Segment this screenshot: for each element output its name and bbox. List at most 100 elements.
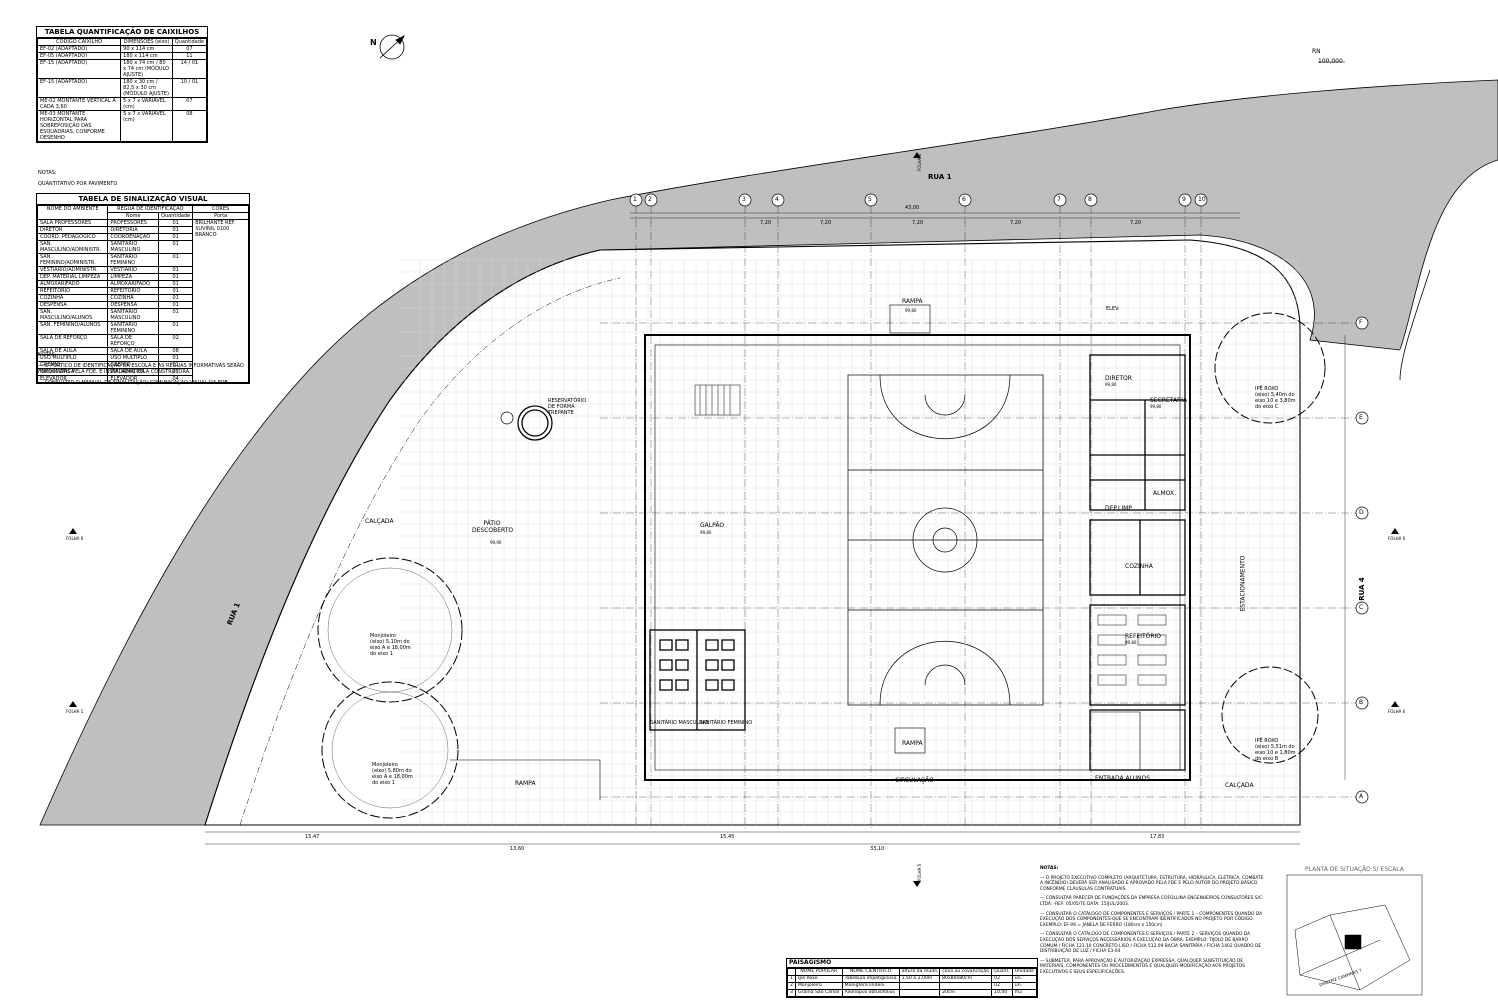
- sinalizacao-cell: DEP. MATERIAL LIMPEZA: [36, 273, 109, 281]
- column-grid: [629, 193, 1208, 830]
- sinalizacao-cell: DESPENSA: [36, 301, 109, 309]
- grid-row-label: F: [1359, 319, 1363, 326]
- room-dep-limp: DEP.LIMP.: [1105, 505, 1133, 512]
- paisagismo-cell: Monigfera lindeni: [841, 982, 900, 990]
- paisagismo-cell: 1: [787, 975, 796, 983]
- grid-col-label: 3: [742, 196, 746, 203]
- sinalizacao-cell: 01: [158, 226, 194, 234]
- tree-note: (eixo) 5,80m do eixo A e 18,00m do eixo …: [372, 768, 413, 786]
- section-mark-label: FOLHA 6: [1388, 709, 1406, 714]
- sinalizacao-group-header: NOME DO AMBIENTE: [36, 205, 109, 220]
- sinalizacao-cell: 01: [158, 219, 194, 227]
- dim-top: 7,20: [760, 220, 772, 226]
- paisagismo-header: Unidade: [1011, 968, 1038, 976]
- sinalizacao-cell: VESTIÁRIO: [107, 266, 160, 274]
- tree-name: Monjoleiro: [372, 762, 398, 768]
- paisagismo-cell: 3: [787, 989, 796, 997]
- caixilhos-cell: ME-02 MONTANTE VERTICAL A CADA 3,60: [36, 97, 122, 111]
- sinalizacao-cell: COZINHA: [107, 294, 160, 302]
- north-label: N: [370, 38, 377, 47]
- sinalizacao-cell: 01: [158, 308, 194, 322]
- paisagismo-header: NOME CIENTÍFICO: [841, 968, 900, 976]
- situation-title: PLANTA DE SITUAÇÃO S/ ESCALA: [1305, 866, 1404, 873]
- sinalizacao-cell: 01: [158, 253, 194, 267]
- sinalizacao-cell: SAN. FEMININO/ALUNOS: [36, 321, 109, 335]
- reservoir: [517, 405, 553, 441]
- sinalizacao-sub-header: Quantidade: [158, 212, 194, 220]
- caixilhos-header: Quantidade: [171, 38, 208, 46]
- sinalizacao-title: TABELA DE SINALIZAÇÃO VISUAL: [37, 194, 249, 205]
- section-mark-label: FOLHA 5: [917, 863, 923, 882]
- level-mark: 99,90: [490, 540, 502, 545]
- sinalizacao-cell: 01: [158, 287, 194, 295]
- room-estacionamento: ESTACIONAMENTO: [1239, 555, 1247, 612]
- general-note-item: — O PROJETO EXECUTIVO COMPLETO (ARQUITET…: [1040, 875, 1264, 892]
- sinalizacao-cell: COORD. PEDAGÓGICO: [36, 233, 109, 241]
- sinalizacao-cell: SALA PROFESSORES: [36, 219, 109, 227]
- dim-top: 7,20: [820, 220, 832, 226]
- dim-top: 7,20: [912, 220, 924, 226]
- sinalizacao-cell: LIMPEZA: [107, 273, 160, 281]
- paving-grid: [400, 259, 1300, 825]
- sinalizacao-cell: SAN. MASCULINO/ADMINISTR.: [36, 240, 109, 254]
- sinalizacao-note: — O PÓRTICO DE IDENTIFICAÇÃO DA ESCOLA E…: [38, 362, 244, 376]
- caixilhos-notes-title: NOTAS:: [38, 170, 57, 176]
- sinalizacao-table: TABELA DE SINALIZAÇÃO VISUAL NOME DO AMB…: [36, 193, 250, 384]
- grid-row-label: C: [1359, 604, 1364, 611]
- tree-name: IPÊ ROXO: [1255, 386, 1279, 392]
- sinalizacao-row: SAN. FEMININO/ADMINISTR.SANITÁRIO FEMINI…: [36, 253, 249, 267]
- dim-bottom: 15,45: [720, 834, 735, 840]
- sinalizacao-cell: 01: [158, 321, 194, 335]
- dim-top: 7,20: [1130, 220, 1142, 226]
- paisagismo-title: PAISAGISMO: [787, 959, 1037, 968]
- general-notes: NOTAS: — O PROJETO EXECUTIVO COMPLETO (A…: [1040, 866, 1265, 980]
- sinalizacao-cell: 01: [158, 273, 194, 281]
- street-label-top: RUA 1: [928, 173, 952, 181]
- sinalizacao-cell: DESPENSA: [107, 301, 160, 309]
- sidewalk-line: [239, 277, 621, 826]
- sinalizacao-cell: VESTIÁRIO/ADMINISTR.: [36, 266, 109, 274]
- sinalizacao-group-header: RÉGUA DE IDENTIFICAÇÃO: [107, 205, 194, 213]
- room-patio: PÁTIO DESCOBERTO: [472, 520, 514, 534]
- sports-court: [847, 374, 1044, 706]
- dim-bottom: 13,60: [510, 846, 525, 852]
- caixilhos-cell: ME-03 MONTANTE HORIZONTAL PARA SOBREPOSI…: [36, 110, 122, 142]
- caixilhos-cell: EF-02 (ADAPTADO): [36, 45, 122, 53]
- tree-note: (eixo) 5,10m do eixo A e 18,00m do eixo …: [370, 639, 411, 657]
- caixilhos-header: CÓDIGO CAIXILHO: [36, 38, 122, 46]
- sinalizacao-group-header: CORES: [192, 205, 249, 213]
- grid-row-label: A: [1359, 793, 1364, 800]
- paisagismo-cell: m2: [1011, 989, 1038, 997]
- dim-top: 43,00: [905, 205, 920, 211]
- paisagismo-cell: un.: [1011, 975, 1038, 983]
- caixilhos-row: EF-15 (ADAPTADO)180 x 30 cm / 82,5 x 30 …: [36, 78, 208, 98]
- caixilhos-table: TABELA QUANTIFICAÇÃO DE CAIXILHOS CÓDIGO…: [36, 26, 208, 143]
- room-elev: ELEV.: [1106, 306, 1120, 312]
- street-rua-4: [1330, 160, 1498, 1000]
- tree-name: Monjoleiro: [370, 633, 396, 639]
- paisagismo-cell: 02: [991, 982, 1013, 990]
- sinalizacao-cell: SANITÁRIO MASCULINO: [107, 240, 160, 254]
- room-galpao: GALPÃO: [700, 522, 725, 529]
- lot-boundary: [204, 239, 1301, 826]
- sinalizacao-cell: SANITÁRIO MASCULINO: [107, 308, 160, 322]
- level-mark: 99,80: [700, 530, 712, 535]
- room-diretor: DIRETOR: [1105, 375, 1132, 382]
- room-san-masc: SANITÁRIO MASCULINO: [650, 720, 709, 726]
- general-note-item: — CONSULTAR O CATÁLOGO DE COMPONENTES E …: [1040, 932, 1262, 955]
- sinalizacao-cell: 01: [158, 280, 194, 288]
- sinalizacao-sub-header: Nome: [107, 212, 160, 220]
- room-cozinha: COZINHA: [1125, 563, 1153, 570]
- sinalizacao-notes: NOTAS: — O PÓRTICO DE IDENTIFICAÇÃO DA E…: [38, 352, 263, 390]
- sinalizacao-cell: DIRETOR: [36, 226, 109, 234]
- room-refeitorio: REFEITÓRIO: [1125, 633, 1162, 640]
- grid-col-label: 1: [633, 196, 637, 203]
- grid-col-label: 8: [1088, 196, 1092, 203]
- caixilhos-cell: 10 / 01: [171, 78, 208, 98]
- sinalizacao-note: — CONSULTAR O MANUAL DE SINALIZAÇÃO/ COM…: [38, 379, 230, 386]
- sinalizacao-cell: ELEVADOR: [36, 375, 109, 383]
